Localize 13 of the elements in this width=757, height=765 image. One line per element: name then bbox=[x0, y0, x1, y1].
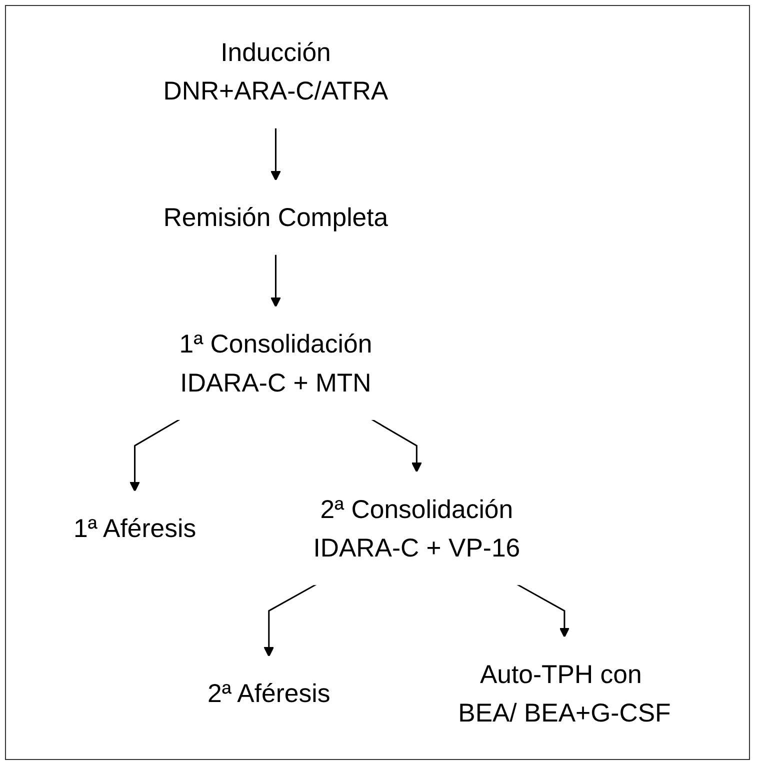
arrow bbox=[270, 128, 281, 181]
node-text: 1ª Aféresis bbox=[73, 514, 196, 543]
arrow bbox=[516, 584, 570, 638]
node-text: 2ª Aféresis bbox=[208, 678, 330, 708]
arrow bbox=[270, 254, 281, 308]
node-text: Remisión Completa bbox=[163, 202, 388, 232]
arrow bbox=[264, 584, 316, 657]
node-text: 1ª Consolidación IDARA-C + MTN bbox=[179, 329, 372, 398]
node-text: Inducción DNR+ARA-C/ATRA bbox=[163, 38, 388, 106]
node-text: 2ª Consolidación IDARA-C + VP-16 bbox=[313, 494, 520, 562]
arrow bbox=[130, 418, 180, 492]
node-text: Auto-TPH con BEA/ BEA+G-CSF bbox=[458, 659, 671, 728]
arrow bbox=[371, 418, 422, 473]
